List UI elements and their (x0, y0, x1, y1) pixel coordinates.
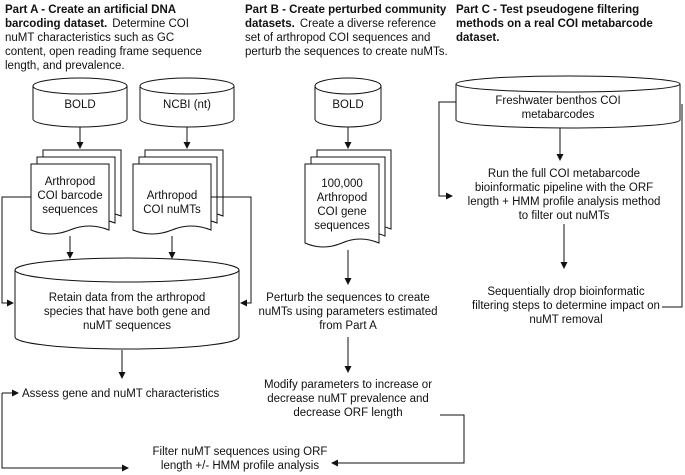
gene-doc-line-1: 100,000 (321, 178, 363, 190)
part-b-title-line-2: datasets. (245, 18, 295, 30)
part-a-title-line-2: barcoding dataset. (5, 18, 107, 30)
run-text: Run the full COI metabarcode bioinformat… (468, 168, 661, 222)
run-line-2: bioinformatic pipeline with the ORF (475, 182, 653, 194)
ncbi-database (139, 77, 235, 128)
part-a-body-line-1: nuMT characteristics such as GC (5, 32, 174, 44)
barcode-doc-text: Arthropod COI barcode sequences (37, 176, 102, 216)
ncbi-label: NCBI (nt) (163, 99, 211, 111)
assess-text: Assess gene and nuMT characteristics (22, 388, 220, 400)
part-c-title-line-3: dataset. (456, 32, 499, 44)
arrow-assess-to-filter (1, 393, 129, 472)
gene-doc-line-3: COI gene (317, 206, 366, 218)
bold-database-b (314, 77, 382, 128)
filter-line-1: Filter nuMT sequences using ORF (153, 446, 328, 458)
perturb-line-1: Perturb the sequences to create (266, 292, 430, 304)
perturb-line-3: from Part A (319, 320, 377, 332)
gene-doc-line-2: Arthropod (317, 192, 368, 204)
part-b-body-first: Create a diverse reference (300, 18, 436, 30)
arrow-barcode-side-to-retain (1, 196, 31, 307)
filter-text: Filter nuMT sequences using ORF length +… (153, 446, 328, 472)
bold-database-a (32, 77, 128, 128)
part-a-body-line-3: length, and prevalence. (5, 60, 125, 72)
part-b-body-line-2: perturb the sequences to create nuMTs. (245, 46, 448, 58)
arrow-freshwater-side-to-run (438, 101, 456, 200)
loop-drop-to-freshwater (662, 104, 683, 308)
barcode-doc-line-1: Arthropod (45, 176, 96, 188)
part-a-title-line-1: Part A - Create an artificial DNA (5, 4, 176, 16)
retain-line-3: nuMT sequences (83, 320, 171, 332)
modify-line-3: decrease ORF length (293, 407, 402, 419)
part-b-title-line-1: Part B - Create perturbed community (245, 4, 447, 16)
part-b-header: Part B - Create perturbed community data… (245, 4, 448, 58)
drop-line-2: filtering steps to determine impact on (472, 300, 660, 312)
gene-doc-text: 100,000 Arthropod COI gene sequences (314, 178, 370, 232)
part-a-title-line-2-group: barcoding dataset. Determine COI (5, 18, 189, 30)
drop-line-1: Sequentially drop bioinformatic (487, 286, 645, 298)
arrow-modify-to-filter (331, 414, 465, 467)
retain-data-store (14, 257, 240, 350)
part-c-header: Part C - Test pseudogene filtering metho… (456, 4, 653, 44)
bold-b-label: BOLD (332, 99, 363, 111)
part-b-body-line-1: set of arthropod COI sequences and (245, 32, 430, 44)
filter-line-2: length +/- HMM profile analysis (161, 460, 319, 472)
modify-line-1: Modify parameters to increase or (264, 379, 432, 391)
run-line-4: to filter out nuMTs (519, 210, 610, 222)
retain-line-1: Retain data from the arthropod (49, 292, 206, 304)
part-a-header: Part A - Create an artificial DNA barcod… (5, 4, 202, 72)
numt-doc-line-1: Arthropod (147, 190, 198, 202)
bold-a-label: BOLD (64, 99, 95, 111)
barcode-doc-line-3: sequences (42, 204, 98, 216)
arrow-numt-side-to-retain (211, 196, 252, 307)
run-line-3: length + HMM profile analysis method (468, 196, 661, 208)
modify-line-2: decrease nuMT prevalence and (267, 393, 429, 405)
barcode-doc-line-2: COI barcode (37, 190, 102, 202)
retain-text: Retain data from the arthropod species t… (44, 292, 210, 332)
drop-line-3: nuMT removal (529, 314, 602, 326)
freshwater-metabarcodes-store (455, 75, 681, 129)
drop-text: Sequentially drop bioinformatic filterin… (472, 286, 660, 326)
numt-doc-line-2: COI nuMTs (143, 204, 201, 216)
perturb-text: Perturb the sequences to create nuMTs us… (259, 292, 438, 332)
freshwater-line-2: metabarcodes (522, 109, 595, 121)
retain-line-2: species that have both gene and (44, 306, 210, 318)
numt-doc-stack (132, 149, 224, 235)
freshwater-line-1: Freshwater benthos COI (495, 95, 620, 107)
run-line-1: Run the full COI metabarcode (488, 168, 640, 180)
barcode-sequences-doc-stack (30, 149, 122, 235)
gene-sequences-doc-stack (304, 149, 392, 248)
part-c-title-line-1: Part C - Test pseudogene filtering (456, 4, 639, 16)
gene-doc-line-4: sequences (314, 220, 370, 232)
part-c-title-line-2: methods on a real COI metabarcode (456, 18, 653, 30)
part-b-title-line-2-group: datasets. Create a diverse reference (245, 18, 436, 30)
part-a-body-first: Determine COI (112, 18, 189, 30)
freshwater-text: Freshwater benthos COI metabarcodes (495, 95, 620, 121)
part-a-body-line-2: content, open reading frame sequence (5, 46, 202, 58)
numt-doc-text: Arthropod COI nuMTs (143, 190, 201, 216)
modify-text: Modify parameters to increase or decreas… (264, 379, 432, 419)
perturb-line-2: nuMTs using parameters estimated (259, 306, 438, 318)
